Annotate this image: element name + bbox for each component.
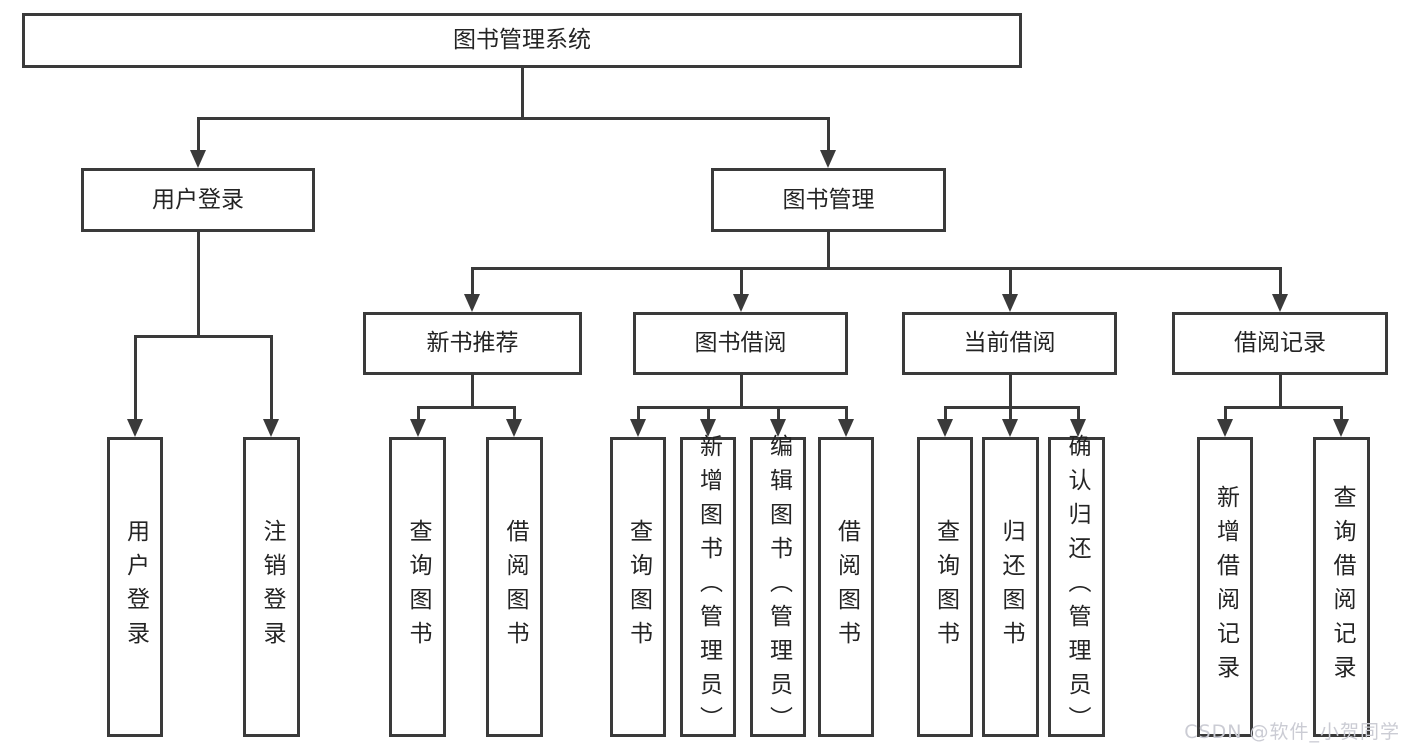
connector-line: [739, 268, 743, 296]
leaf-borrow-books-recommend: 借阅图书: [486, 437, 543, 737]
arrow-down-icon: [1272, 294, 1288, 312]
node-label: 编辑图书（管理员）: [765, 434, 792, 740]
node-library-management-system: 图书管理系统: [22, 13, 1022, 68]
node-label: 图书借阅: [694, 330, 787, 356]
node-label: 新书推荐: [426, 330, 519, 356]
node-book-borrow: 图书借阅: [633, 312, 848, 375]
leaf-logout: 注销登录: [243, 437, 300, 737]
arrow-down-icon: [630, 419, 646, 437]
node-label: 图书管理: [782, 186, 875, 213]
arrow-down-icon: [127, 419, 143, 437]
arrow-down-icon: [1333, 419, 1349, 437]
connector-line: [1223, 407, 1227, 421]
arrow-down-icon: [1217, 419, 1233, 437]
connector-line: [470, 375, 474, 409]
arrow-down-icon: [937, 419, 953, 437]
arrow-down-icon: [700, 419, 716, 437]
leaf-user-login: 用户登录: [107, 437, 163, 737]
node-new-book-recommend: 新书推荐: [363, 312, 582, 375]
arrow-down-icon: [770, 419, 786, 437]
leaf-confirm-return-admin: 确认归还（管理员）: [1048, 434, 1105, 740]
connector-line: [520, 68, 524, 120]
node-borrow-records: 借阅记录: [1172, 312, 1388, 375]
node-label: 注销登录: [259, 519, 285, 655]
node-label: 借阅记录: [1234, 330, 1326, 356]
arrow-down-icon: [506, 419, 522, 437]
connector-line: [1339, 407, 1343, 421]
connector-line: [196, 116, 830, 120]
connector-line: [133, 336, 137, 421]
connector-line: [776, 407, 780, 421]
leaf-return-books: 归还图书: [982, 437, 1039, 737]
leaf-query-borrow-record: 查询借阅记录: [1313, 437, 1370, 737]
node-label: 图书管理系统: [453, 27, 591, 53]
node-label: 归还图书: [998, 519, 1024, 655]
connector-line: [1278, 375, 1282, 409]
connector-line: [636, 407, 640, 421]
node-label: 用户登录: [152, 186, 244, 213]
connector-line: [512, 407, 516, 421]
connector-line: [739, 375, 743, 409]
node-label: 新增图书（管理员）: [695, 434, 722, 740]
connector-line: [416, 407, 420, 421]
arrow-down-icon: [1002, 294, 1018, 312]
connector-line: [844, 407, 848, 421]
connector-line: [416, 405, 516, 409]
node-label: 查询图书: [405, 519, 431, 655]
node-label: 查询图书: [932, 519, 959, 655]
leaf-add-borrow-record: 新增借阅记录: [1197, 437, 1253, 737]
connector-line: [1008, 407, 1012, 421]
node-label: 借阅图书: [833, 519, 860, 655]
arrow-down-icon: [263, 419, 279, 437]
connector-line: [1278, 268, 1282, 296]
connector-line: [943, 405, 1080, 409]
leaf-borrow-books: 借阅图书: [818, 437, 874, 737]
arrow-down-icon: [838, 419, 854, 437]
connector-line: [470, 268, 474, 296]
leaf-query-books-borrow: 查询图书: [610, 437, 666, 737]
connector-line: [1008, 375, 1012, 409]
connector-line: [196, 232, 200, 338]
node-label: 确认归还（管理员）: [1064, 434, 1090, 740]
arrow-down-icon: [820, 150, 836, 168]
arrow-down-icon: [1070, 419, 1086, 437]
csdn-watermark: CSDN @软件_小贺同学: [1184, 721, 1400, 743]
node-current-borrow: 当前借阅: [902, 312, 1117, 375]
connector-line: [826, 232, 830, 270]
arrow-down-icon: [410, 419, 426, 437]
arrow-down-icon: [733, 294, 749, 312]
node-label: 用户登录: [122, 519, 149, 655]
leaf-query-books-recommend: 查询图书: [389, 437, 446, 737]
arrow-down-icon: [1002, 419, 1018, 437]
node-label: 借阅图书: [502, 519, 528, 655]
node-label: 新增借阅记录: [1212, 485, 1239, 689]
leaf-edit-books-admin: 编辑图书（管理员）: [750, 434, 806, 740]
connector-line: [636, 405, 848, 409]
arrow-down-icon: [190, 150, 206, 168]
node-user-login: 用户登录: [81, 168, 315, 232]
arrow-down-icon: [464, 294, 480, 312]
connector-line: [1008, 268, 1012, 296]
connector-line: [133, 334, 273, 338]
connector-line: [196, 118, 200, 152]
node-label: 当前借阅: [963, 330, 1056, 356]
connector-line: [1076, 407, 1080, 421]
leaf-query-books-current: 查询图书: [917, 437, 973, 737]
connector-line: [269, 336, 273, 421]
connector-line: [1223, 405, 1343, 409]
node-label: 查询图书: [625, 519, 652, 655]
node-book-management: 图书管理: [711, 168, 946, 232]
connector-line: [826, 118, 830, 152]
leaf-add-books-admin: 新增图书（管理员）: [680, 434, 736, 740]
connector-line: [470, 266, 1282, 270]
node-label: 查询借阅记录: [1329, 485, 1355, 689]
connector-line: [943, 407, 947, 421]
connector-line: [706, 407, 710, 421]
